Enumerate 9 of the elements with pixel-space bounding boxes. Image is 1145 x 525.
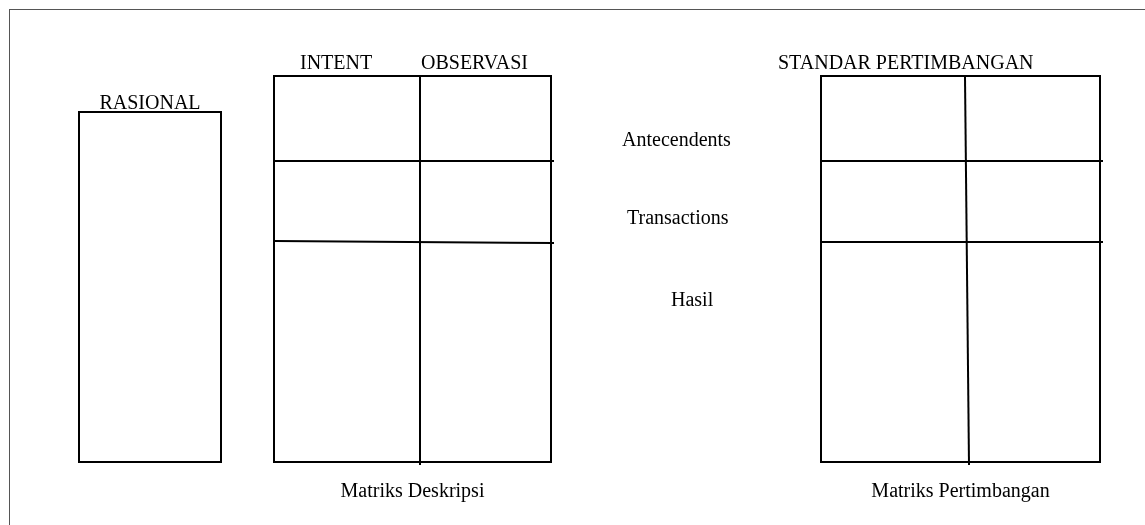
row-label: Hasil xyxy=(671,288,714,310)
box-heading: RASIONAL xyxy=(98,91,202,113)
matrix-caption: Matriks Pertimbangan xyxy=(871,479,1050,501)
row-label: Transactions xyxy=(627,206,729,228)
column-heading: STANDAR PERTIMBANGAN xyxy=(778,51,1034,73)
row-label: Antecendents xyxy=(622,128,731,150)
matrix-caption: Matriks Deskripsi xyxy=(340,479,485,501)
column-heading: OBSERVASI xyxy=(421,51,528,73)
column-heading: INTENT xyxy=(300,51,373,73)
